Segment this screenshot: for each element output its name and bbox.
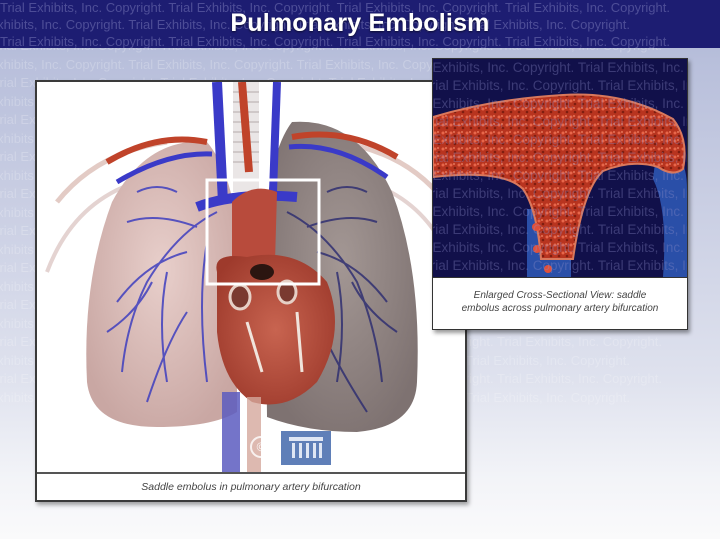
watermark-line: Trial Exhibits, Inc. Copyright. Trial Ex… bbox=[0, 34, 670, 48]
watermark-line: Trial Exhibits, Inc. Copyright. Trial Ex… bbox=[433, 60, 687, 75]
watermark-line: Trial Exhibits, Inc. Copyright. Trial Ex… bbox=[433, 132, 687, 147]
page-title: Pulmonary Embolism bbox=[230, 9, 490, 37]
watermark-line: Trial Exhibits, Inc. Copyright. Trial Ex… bbox=[433, 150, 687, 165]
watermark-line: Trial Exhibits, Inc. Copyright. Trial Ex… bbox=[433, 114, 687, 129]
watermark-line: Trial Exhibits, Inc. Copyright. Trial Ex… bbox=[433, 96, 687, 111]
trial-exhibits-logo-icon bbox=[281, 431, 331, 465]
inset-figure-caption: Enlarged Cross-Sectional View: saddle em… bbox=[433, 277, 687, 329]
watermark-line: Trial Exhibits, Inc. Copyright. Trial Ex… bbox=[433, 240, 687, 255]
watermark-line: Trial Exhibits, Inc. Copyright. Trial Ex… bbox=[433, 186, 687, 201]
banner-watermark: Trial Exhibits, Inc. Copyright. Trial Ex… bbox=[0, 0, 670, 48]
watermark-line: Trial Exhibits, Inc. Copyright. Trial Ex… bbox=[433, 168, 687, 183]
highlight-box bbox=[205, 178, 321, 286]
watermark-line: Trial Exhibits, Inc. Copyright. Trial Ex… bbox=[433, 258, 687, 273]
main-figure-caption: Saddle embolus in pulmonary artery bifur… bbox=[37, 472, 465, 500]
inset-caption-line-2: embolus across pulmonary artery bifurcat… bbox=[461, 303, 659, 314]
watermark-line: Trial Exhibits, Inc. Copyright. Trial Ex… bbox=[433, 204, 687, 219]
watermark-line: Trial Exhibits, Inc. Copyright. Trial Ex… bbox=[0, 0, 670, 15]
title-banner: Trial Exhibits, Inc. Copyright. Trial Ex… bbox=[0, 0, 720, 48]
watermark-line: Trial Exhibits, Inc. Copyright. Trial Ex… bbox=[433, 78, 687, 93]
inset-watermark: Trial Exhibits, Inc. Copyright. Trial Ex… bbox=[433, 59, 687, 275]
watermark-line: Trial Exhibits, Inc. Copyright. Trial Ex… bbox=[0, 17, 630, 32]
watermark-line: Trial Exhibits, Inc. Copyright. Trial Ex… bbox=[433, 222, 687, 237]
copyright-symbol: © bbox=[250, 436, 272, 458]
inset-caption-line-1: Enlarged Cross-Sectional View: saddle bbox=[473, 290, 647, 301]
cross-section-illustration: Trial Exhibits, Inc. Copyright. Trial Ex… bbox=[433, 59, 687, 277]
lungs-heart-illustration bbox=[45, 82, 457, 472]
main-illustration-panel: © Saddle embolus in pulmonary artery bif… bbox=[35, 80, 467, 502]
inset-cross-section-panel: Trial Exhibits, Inc. Copyright. Trial Ex… bbox=[432, 58, 688, 330]
